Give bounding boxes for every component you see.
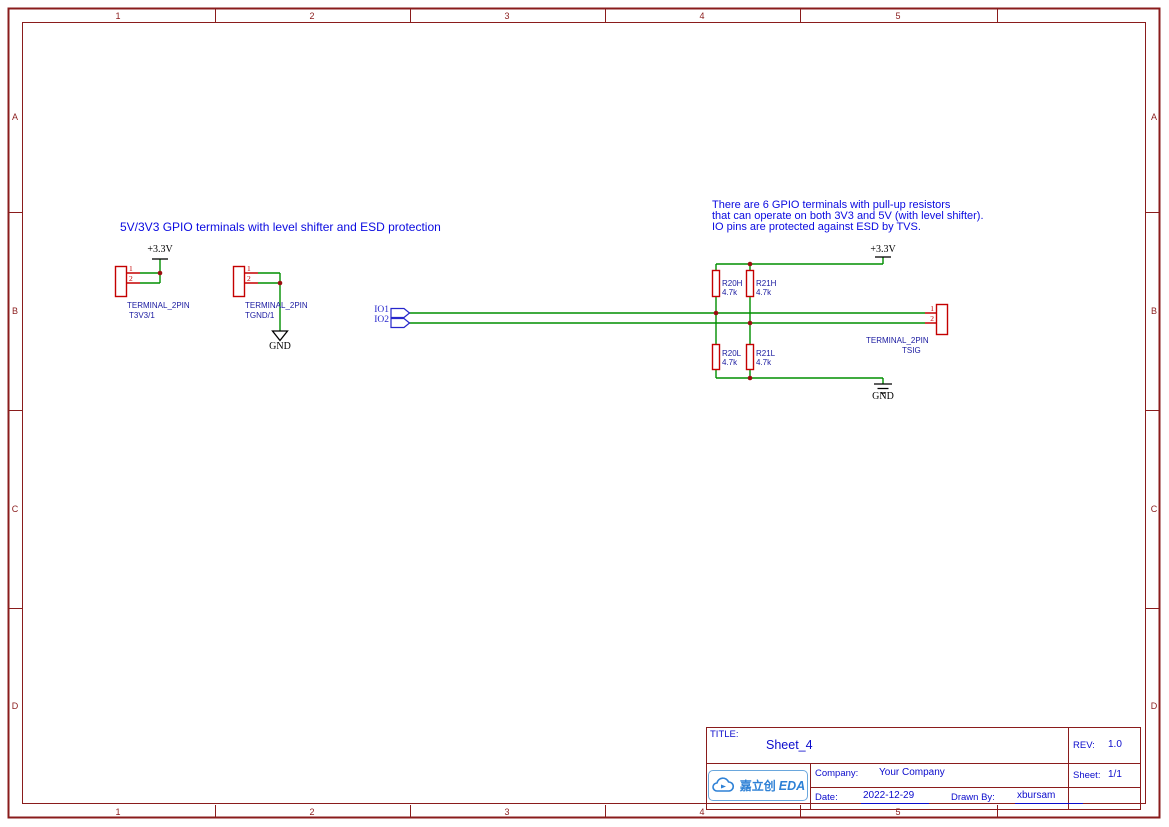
r21h-value[interactable]: 4.7k [756, 288, 772, 297]
frame-row-label: A [1150, 112, 1157, 122]
tgnd-refdes[interactable]: TGND/1 [245, 311, 275, 320]
gnd-earth-icon[interactable] [874, 383, 892, 394]
date-label: Date: [815, 792, 838, 803]
annotation-right-note-line3[interactable]: IO pins are protected against ESD by TVS… [712, 221, 921, 233]
jlc-eda-logo: 嘉立创 EDA [708, 770, 808, 801]
schematic-wires[interactable] [140, 257, 925, 384]
sheet-title[interactable]: Sheet_4 [766, 738, 813, 752]
gnd-net-label[interactable]: GND [872, 391, 894, 402]
tsig-pin2-number: 2 [930, 314, 934, 323]
r20l-refdes[interactable]: R20L [722, 349, 742, 358]
annotation-right-note-line1[interactable]: There are 6 GPIO terminals with pull-up … [712, 199, 951, 211]
r21l-value[interactable]: 4.7k [756, 358, 772, 367]
frame-col-label: 5 [895, 807, 901, 817]
tgnd-pin1-number: 1 [247, 264, 251, 273]
frame-col-label: 4 [699, 11, 705, 21]
logo-text-cn: 嘉立创 [739, 779, 776, 793]
frame-row-label: C [1150, 504, 1158, 514]
frame-row-label: B [1150, 306, 1157, 316]
sheet-label: Sheet: [1073, 770, 1101, 781]
t3v3-pin2-number: 2 [129, 274, 133, 283]
annotation-right-note-line2[interactable]: that can operate on both 3V3 and 5V (wit… [712, 210, 984, 222]
resistor-r20l-body[interactable] [711, 343, 721, 371]
drawn-by-value[interactable]: xbursam [1015, 791, 1083, 804]
frame-col-label: 1 [115, 807, 121, 817]
junction-dot [747, 375, 753, 381]
netport-io1-flag[interactable] [390, 307, 411, 319]
frame-row-label: D [11, 701, 19, 711]
resistor-r21l-body[interactable] [745, 343, 755, 371]
tsig-part-name[interactable]: TERMINAL_2PIN [866, 336, 929, 345]
frame-row-label: C [11, 504, 19, 514]
gnd-triangle-icon[interactable] [271, 330, 289, 342]
r20h-value[interactable]: 4.7k [722, 288, 738, 297]
frame-outer-border [7, 7, 1161, 819]
date-value[interactable]: 2022-12-29 [861, 791, 929, 804]
frame-col-label: 2 [309, 11, 315, 21]
annotation-left-note[interactable]: 5V/3V3 GPIO terminals with level shifter… [120, 220, 441, 234]
t3v3-pin1-number: 1 [129, 264, 133, 273]
drawn-by-label: Drawn By: [951, 792, 995, 803]
netport-io2-flag[interactable] [390, 317, 411, 329]
frame-row-label: B [11, 306, 18, 316]
r20l-value[interactable]: 4.7k [722, 358, 738, 367]
power-net-label[interactable]: +3.3V [147, 244, 173, 255]
title-block-grid [706, 727, 1141, 810]
tgnd-pin2-number: 2 [247, 274, 251, 283]
junction-dot [747, 320, 753, 326]
t3v3-refdes[interactable]: T3V3/1 [129, 311, 155, 320]
sheet-frame [7, 7, 1161, 819]
company-label: Company: [815, 768, 859, 779]
net-label-io1[interactable]: IO1 [374, 305, 389, 315]
resistor-r20h-body[interactable] [711, 269, 721, 298]
junction-dot [713, 310, 719, 316]
wire-pullup-rail[interactable] [715, 257, 884, 271]
rev-label: REV: [1073, 740, 1095, 751]
frame-row-label: D [1150, 701, 1158, 711]
r21l-refdes[interactable]: R21L [756, 349, 776, 358]
company-value[interactable]: Your Company [879, 767, 945, 778]
wire-junctions [157, 261, 753, 381]
sheet-value[interactable]: 1/1 [1108, 769, 1122, 780]
tsig-refdes[interactable]: TSIG [902, 346, 921, 355]
t3v3-part-name[interactable]: TERMINAL_2PIN [127, 301, 190, 310]
resistor-r21h-body[interactable] [745, 269, 755, 298]
frame-col-label: 1 [115, 11, 121, 21]
net-label-io2[interactable]: IO2 [374, 315, 389, 325]
frame-col-label: 2 [309, 807, 315, 817]
r21h-refdes[interactable]: R21H [756, 279, 777, 288]
tsig-pin1-number: 1 [930, 304, 934, 313]
cloud-icon [711, 776, 734, 792]
rev-value[interactable]: 1.0 [1108, 739, 1122, 750]
frame-col-label: 5 [895, 11, 901, 21]
title-label: TITLE: [710, 729, 739, 740]
gnd-net-label[interactable]: GND [269, 341, 291, 352]
frame-inner-border [22, 22, 1146, 804]
junction-dot [747, 261, 753, 267]
frame-row-label: A [11, 112, 18, 122]
wire-gnd-rail[interactable] [716, 377, 884, 384]
terminal-tgnd-symbol[interactable] [232, 265, 259, 298]
terminal-t3v3-symbol[interactable] [114, 265, 141, 298]
terminal-tsig-symbol[interactable] [925, 303, 949, 336]
frame-col-label: 3 [504, 11, 510, 21]
power-net-label[interactable]: +3.3V [870, 244, 896, 255]
logo-text-en: EDA [778, 778, 806, 793]
tgnd-part-name[interactable]: TERMINAL_2PIN [245, 301, 308, 310]
junction-dot [277, 280, 283, 286]
frame-tick-marks [9, 9, 1159, 817]
frame-col-label: 4 [699, 807, 705, 817]
frame-col-label: 3 [504, 807, 510, 817]
wire-t3v3-to-power[interactable] [140, 259, 161, 284]
r20h-refdes[interactable]: R20H [722, 279, 743, 288]
junction-dot [157, 270, 163, 276]
